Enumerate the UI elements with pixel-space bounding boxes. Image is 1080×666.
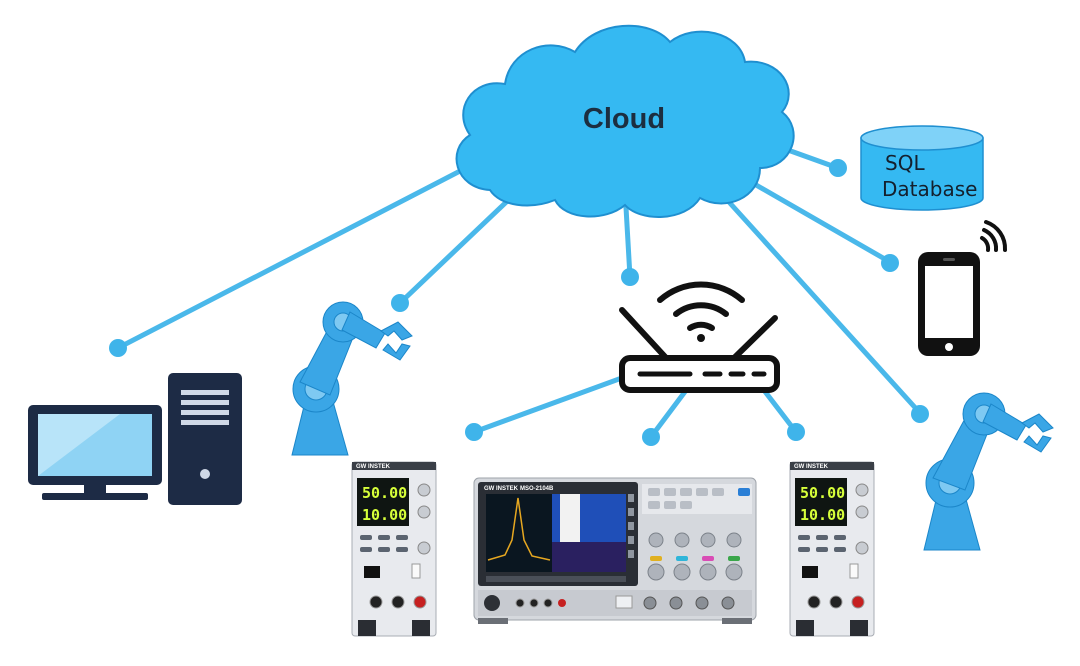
cloud-label: Cloud: [583, 103, 665, 135]
node-psu-right: [787, 423, 805, 441]
psu-right-brand: GW INSTEK: [794, 464, 829, 470]
psu-left-voltage: 50.00: [362, 484, 407, 502]
power-supply-right: GW INSTEK 50.00 10.00: [789, 461, 875, 637]
node-database: [829, 159, 847, 177]
database-label-line2: Database: [882, 177, 977, 201]
oscilloscope: GW INSTEK MSO-2104B: [473, 477, 757, 624]
node-robot-right: [911, 405, 929, 423]
wireless-signal-icon: [980, 220, 1008, 252]
link-cloud-robot-right: [697, 167, 923, 416]
robot-arm-left-icon: [291, 301, 413, 456]
node-scope: [642, 428, 660, 446]
router-icon: [619, 307, 780, 393]
node-phone: [881, 254, 899, 272]
database-label-line1: SQL: [885, 151, 925, 175]
scope-model: MSO-2104B: [520, 486, 554, 492]
psu-left-current: 10.00: [362, 506, 407, 524]
node-router: [621, 268, 639, 286]
link-cloud-computer: [115, 137, 523, 351]
psu-left-brand: GW INSTEK: [356, 464, 391, 470]
wifi-icon: [657, 281, 745, 331]
link-router-scope: [648, 382, 693, 440]
psu-right-voltage: 50.00: [800, 484, 845, 502]
link-cloud-phone: [727, 167, 893, 265]
node-computer: [109, 339, 127, 357]
cloud-shape: [455, 24, 795, 218]
robot-arm-right-icon: [923, 392, 1054, 551]
link-router-psu-left: [471, 372, 633, 435]
psu-right-current: 10.00: [800, 506, 845, 524]
smartphone-icon: [918, 252, 980, 356]
scope-brand: GW INSTEK: [484, 486, 519, 492]
database-icon: [860, 125, 984, 211]
node-robot-left: [391, 294, 409, 312]
node-psu-left: [465, 423, 483, 441]
power-supply-left: GW INSTEK 50.00 10.00: [351, 461, 437, 637]
connection-nodes: [109, 159, 929, 446]
desktop-computer-icon: [28, 373, 242, 505]
wifi-dot: [697, 334, 705, 342]
